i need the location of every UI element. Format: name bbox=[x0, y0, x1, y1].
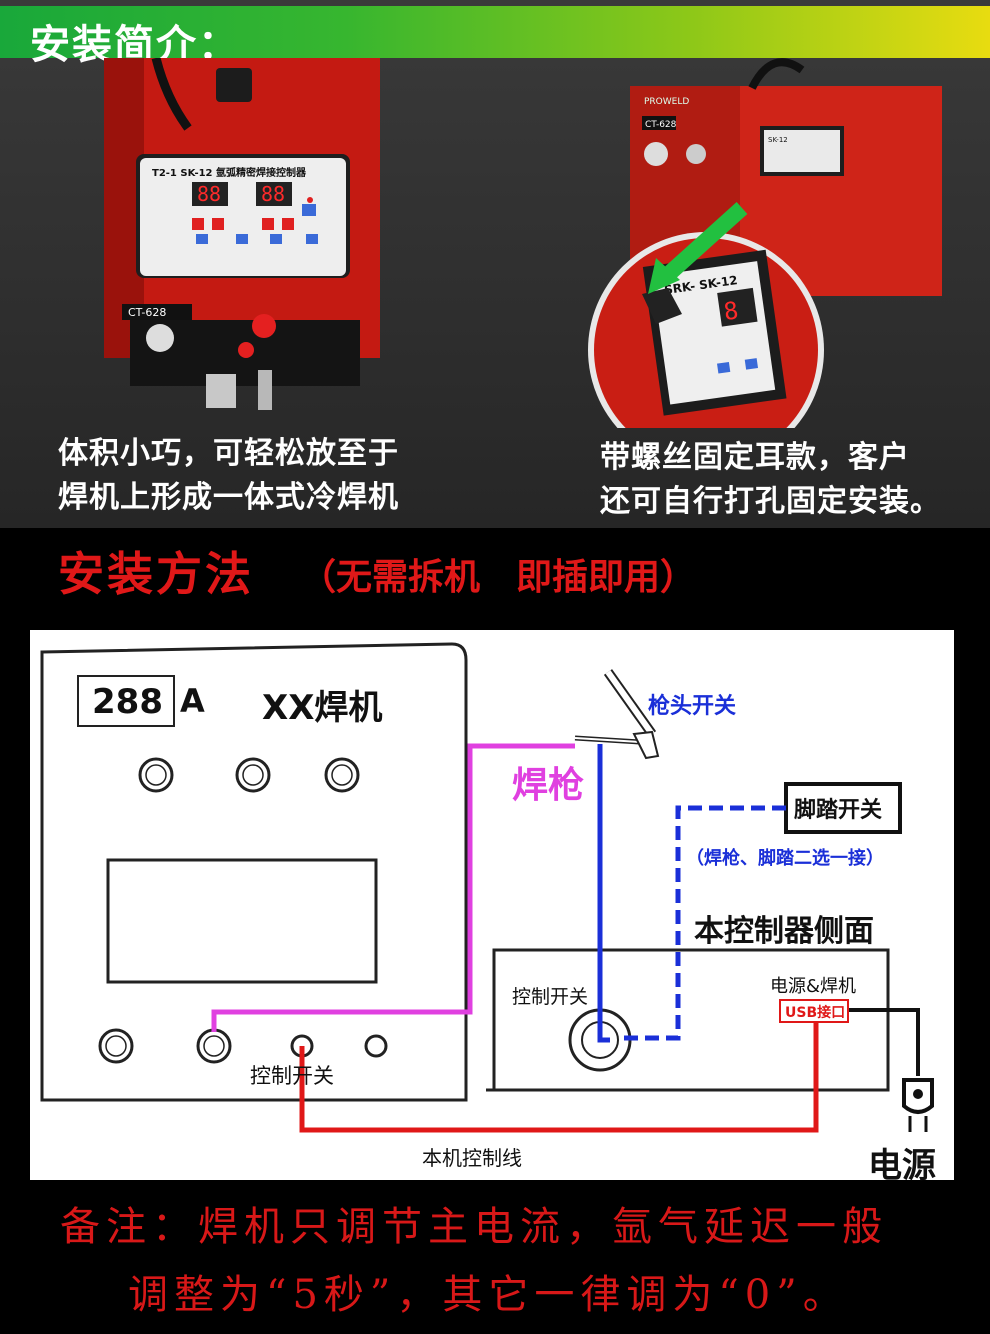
current-unit: A bbox=[180, 682, 205, 720]
svg-text:88: 88 bbox=[261, 182, 285, 206]
product-photo-right: PROWELD CT-628 SK-12 SRK- SK-12 8 bbox=[552, 58, 944, 428]
caption-right-line2: 还可自行打孔固定安装。 bbox=[600, 484, 941, 519]
usb-port-label: USB接口 bbox=[785, 1005, 846, 1021]
wiring-diagram: 288 A XX焊机 枪头开关 焊枪 脚踏开关 （焊枪、脚踏二选一接） 本控制器… bbox=[30, 630, 954, 1186]
control-switch-label-left: 控制开关 bbox=[250, 1064, 334, 1088]
svg-text:88: 88 bbox=[197, 182, 221, 206]
caption-left: 体积小巧，可轻松放至于 焊机上形成一体式冷焊机 bbox=[58, 432, 399, 520]
install-title: 安装方法 bbox=[58, 547, 254, 601]
caption-right: 带螺丝固定耳款，客户 还可自行打孔固定安装。 bbox=[600, 436, 941, 524]
product-photo-left: T2-1 SK-12 氩弧精密焊接控制器 88 88 CT-628 bbox=[96, 58, 386, 414]
panel-title-left: T2-1 SK-12 氩弧精密焊接控制器 bbox=[152, 166, 307, 179]
control-switch-label-right: 控制开关 bbox=[512, 986, 589, 1008]
controller-side-label: 本控制器侧面 bbox=[694, 914, 874, 949]
caption-right-line1: 带螺丝固定耳款，客户 bbox=[600, 440, 910, 475]
install-subtitle: （无需拆机 即插即用） bbox=[300, 557, 697, 598]
power-label: 电源 bbox=[868, 1146, 936, 1186]
choice-note: （焊枪、脚踏二选一接） bbox=[686, 848, 884, 869]
foot-switch-label: 脚踏开关 bbox=[794, 798, 883, 823]
note-line1: 备注：焊机只调节主电流，氩气延迟一般 bbox=[60, 1204, 888, 1250]
gun-switch-label: 枪头开关 bbox=[648, 694, 737, 719]
control-line-label: 本机控制线 bbox=[422, 1146, 522, 1170]
intro-banner: 安装简介： bbox=[0, 6, 990, 68]
power-welder-label: 电源&焊机 bbox=[770, 976, 857, 997]
plate-right: CT-628 bbox=[645, 120, 677, 130]
plate-left: CT-628 bbox=[128, 306, 166, 319]
brand-text: PROWELD bbox=[644, 97, 689, 107]
panel-title-right: SK-12 bbox=[768, 136, 788, 144]
machine-name: XX焊机 bbox=[262, 688, 383, 728]
torch-label: 焊枪 bbox=[512, 765, 585, 806]
caption-left-line2: 焊机上形成一体式冷焊机 bbox=[58, 480, 399, 515]
svg-text:8: 8 bbox=[722, 296, 740, 326]
current-readout: 288 bbox=[92, 682, 163, 722]
caption-left-line1: 体积小巧，可轻松放至于 bbox=[58, 436, 399, 471]
note-line2: 调整为“5秒”，其它一律调为“0”。 bbox=[128, 1272, 849, 1318]
